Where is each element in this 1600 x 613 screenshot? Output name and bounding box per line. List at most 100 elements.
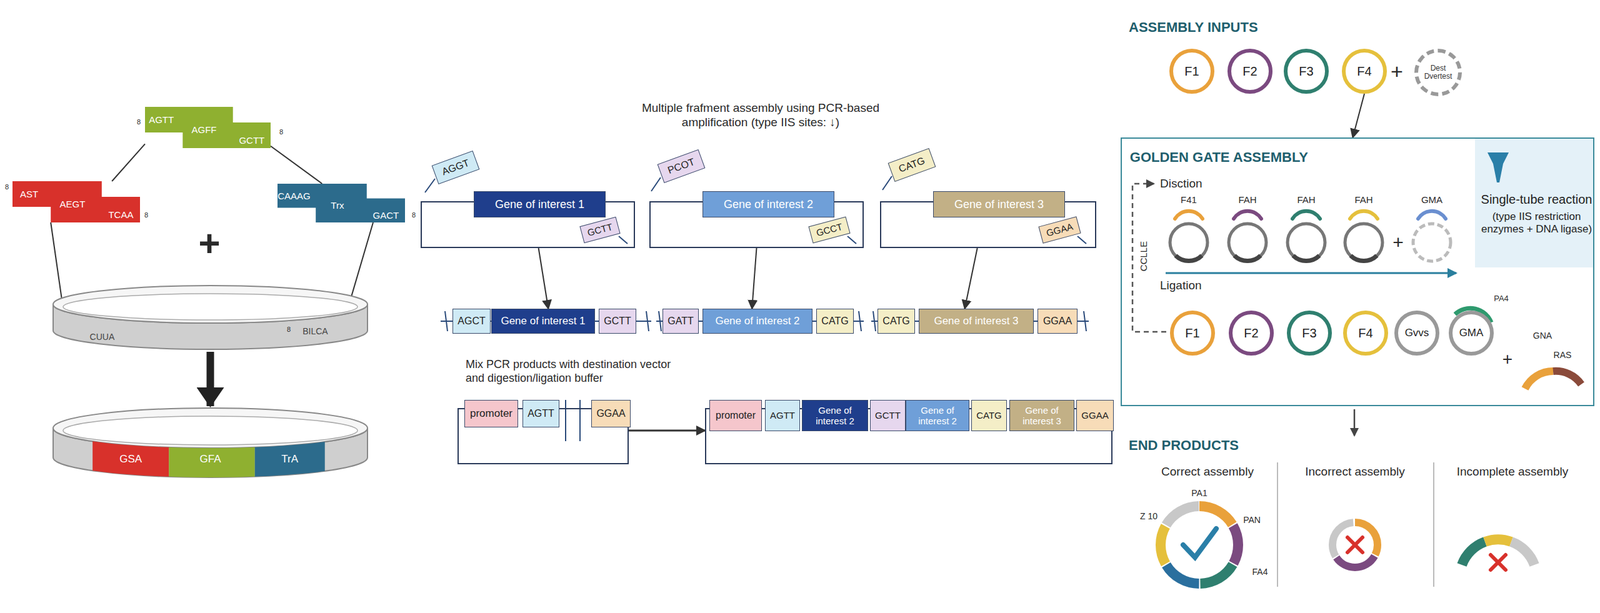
node-text: Trx <box>330 200 344 211</box>
node-text: Dest Dvertest <box>1419 64 1457 81</box>
connector <box>965 248 978 309</box>
node-text: AGTT <box>770 410 795 421</box>
label-text: Multiple frafment assembly using PCR-bas… <box>635 101 886 130</box>
digestion-arc <box>1350 211 1378 219</box>
primer-stub <box>425 178 435 193</box>
node-text: GCCT <box>815 221 844 239</box>
fail-cross <box>1490 555 1506 570</box>
label-text: + <box>1392 231 1404 254</box>
opened-vector <box>1170 223 1208 262</box>
final-construct: promoterAGTTGene of interest 2GCTTGene o… <box>705 408 1113 465</box>
correct-plasmid <box>1160 506 1239 584</box>
incomplete-arc <box>1511 541 1535 565</box>
incorrect-plasmid <box>1332 522 1378 568</box>
reaction-panel <box>1475 138 1594 268</box>
digestion-arc <box>1175 211 1446 219</box>
primer-stub <box>651 177 661 192</box>
fail-cross <box>1347 537 1363 553</box>
connector <box>628 430 705 432</box>
node-text: F2 <box>1242 64 1257 79</box>
opened-vector <box>1170 223 1451 262</box>
pcr-product-line <box>873 311 876 332</box>
node-text: F4 <box>1356 64 1372 79</box>
connector <box>111 143 145 182</box>
incorrect-plasmid <box>1332 522 1378 568</box>
connector <box>1352 93 1365 138</box>
node-text: GSA <box>119 453 142 466</box>
node-text: F1 <box>1184 64 1199 79</box>
primer-stub <box>847 236 857 244</box>
label-text: FAH <box>1238 194 1257 206</box>
tube-icon <box>1487 152 1509 183</box>
digestion-arc <box>1175 211 1203 219</box>
overhang-tag: AGGT <box>431 150 480 185</box>
node-text: GGAA <box>596 408 625 420</box>
node-text: Gene of interest 2 <box>715 315 800 328</box>
promoter-box: promoter <box>464 400 519 428</box>
overhang-box: AGTT <box>522 400 560 428</box>
incomplete-arc <box>1461 539 1535 565</box>
plasmid-circle: F1 <box>1170 310 1215 356</box>
opened-vector <box>1287 223 1325 262</box>
plasmid-circle: F2 <box>1227 48 1273 94</box>
overhang-box: AGTT <box>765 400 800 432</box>
overhang-tag: CATG <box>888 148 937 182</box>
ring-inner <box>63 416 358 445</box>
gene-box: Gene of interest 2 <box>905 400 970 432</box>
node-text: F2 <box>1243 326 1259 340</box>
overhang-tag: GGAA <box>1038 216 1081 244</box>
gene-box: Gene of interest 2 <box>801 400 869 432</box>
node-text: Single-tube reaction <box>1481 192 1593 207</box>
node-text: promoter <box>470 407 513 420</box>
node-text: AGTT <box>148 113 174 125</box>
overhang-tag: GCCT <box>808 216 850 244</box>
incomplete-arc <box>1485 539 1512 542</box>
node-text: CATG <box>897 155 927 175</box>
gene-box: Gene of interest 1 <box>491 308 595 334</box>
insert-segment <box>255 441 325 477</box>
overhang-box: GGAA <box>591 400 631 428</box>
opened-vector <box>1350 255 1377 262</box>
correct-plasmid <box>1160 506 1239 584</box>
divider-line <box>1277 462 1434 587</box>
node-text: CATG <box>821 315 849 327</box>
node-text: Gene of interest 2 <box>723 198 814 212</box>
gene-box: Gene of interest 3 <box>918 308 1034 334</box>
primer-stub <box>425 176 1087 244</box>
label-text: Mix PCR products with destination vector… <box>465 358 672 385</box>
correct-plasmid <box>1160 506 1239 584</box>
opened-vector <box>1293 255 1320 262</box>
digestion-arc <box>1233 211 1262 219</box>
label-text: + <box>1390 58 1404 85</box>
node-text: GOLDEN GATE ASSEMBLY <box>1130 149 1309 166</box>
fragment-body <box>277 183 405 223</box>
pcr-product-line <box>445 311 448 332</box>
label-text: 8 <box>411 211 416 220</box>
pcr-product-line <box>646 311 649 332</box>
node-text: CATG <box>882 315 910 327</box>
label-text: + <box>198 221 220 267</box>
promoter-box: promoter <box>709 400 762 432</box>
node-text: TCAA <box>108 208 134 220</box>
divider-line <box>1433 462 1435 587</box>
destination-plasmid: Dest Dvertest <box>1414 48 1462 97</box>
pcr-product-line <box>858 311 862 332</box>
label-text: + <box>1502 348 1513 370</box>
opened-vector <box>1345 223 1383 262</box>
node-text: GATT <box>667 315 694 327</box>
node-text: AEGT <box>59 198 85 210</box>
label-text: PAN <box>1243 515 1261 526</box>
label-text: FAH <box>1296 194 1315 206</box>
label-text: FA4 <box>1252 566 1269 578</box>
digestion-arc <box>1292 211 1320 219</box>
node-text: BILCA <box>302 326 328 337</box>
plasmid-circle: F2 <box>1228 310 1274 356</box>
label-text: Ligation <box>1160 278 1202 294</box>
node-text: F3 <box>1301 326 1317 340</box>
connector <box>270 146 322 184</box>
overhang-box: CATG <box>816 308 854 334</box>
primer-stub <box>618 236 628 244</box>
plasmid-circle: F4 <box>1343 310 1389 356</box>
label-text: Correct assembly <box>1161 465 1254 480</box>
